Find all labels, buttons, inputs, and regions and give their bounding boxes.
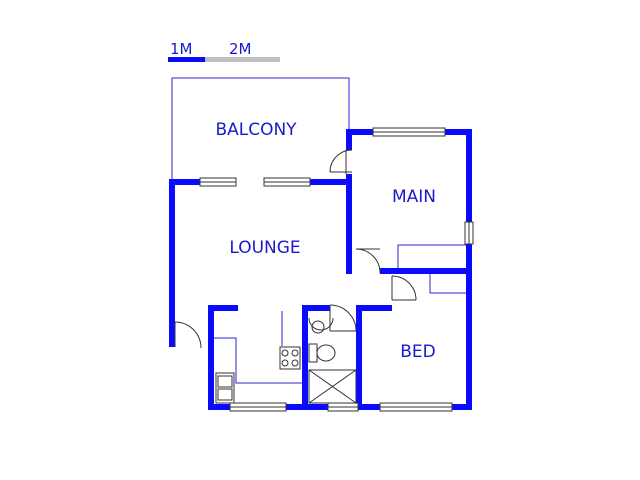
door-bed — [391, 275, 417, 301]
built-ins — [214, 244, 466, 384]
room-label-lounge: LOUNGE — [229, 238, 300, 258]
wall-lounge-left — [169, 179, 175, 347]
bath-fixtures — [308, 317, 357, 404]
room-label-balcony: BALCONY — [215, 120, 297, 140]
cupboard-main — [397, 244, 466, 268]
wall-main-left-top — [346, 129, 352, 150]
scale-bar: 1M 2M — [168, 40, 280, 62]
balcony-outline — [171, 77, 350, 181]
door-balcony-main — [329, 149, 353, 174]
door-bath — [329, 304, 357, 332]
wall-lounge-top-left — [169, 179, 205, 185]
walls — [169, 129, 472, 410]
door-lounge-entry — [174, 321, 202, 349]
scale-bar-light — [205, 57, 280, 62]
wall-bath-left — [302, 305, 308, 410]
kitchen-counter — [214, 337, 302, 384]
wall-kitchen-left — [208, 305, 214, 410]
scale-label-1m: 1M — [170, 40, 193, 58]
wall-main-top-left — [346, 129, 374, 135]
room-label-main: MAIN — [392, 187, 436, 207]
kitchen-fixtures — [215, 346, 301, 404]
basin-icon — [308, 317, 334, 334]
cupboard-bed — [429, 274, 466, 294]
wall-kitchen-top — [208, 305, 238, 311]
wall-bath-top — [302, 305, 330, 311]
toilet-icon — [308, 343, 336, 363]
wall-right-bottom — [466, 244, 472, 410]
wall-bed-left — [356, 305, 362, 410]
doors — [174, 149, 417, 349]
scale-label-2m: 2M — [229, 40, 252, 58]
wall-right-top — [466, 129, 472, 224]
wall-bed-top-left — [356, 305, 392, 311]
wall-main-left — [346, 174, 352, 274]
room-label-bed: BED — [400, 342, 436, 362]
windows — [199, 127, 474, 412]
sink-icon — [215, 372, 235, 404]
stove-icon — [279, 346, 301, 370]
shower-icon — [308, 369, 357, 404]
wall-main-bed-divider — [380, 268, 472, 274]
room-labels: BALCONY MAIN LOUNGE BED — [215, 120, 436, 362]
scale-bar-solid — [168, 57, 205, 62]
wall-main-top-right — [444, 129, 472, 135]
door-main — [355, 248, 381, 274]
wall-lounge-top-right — [310, 179, 352, 185]
